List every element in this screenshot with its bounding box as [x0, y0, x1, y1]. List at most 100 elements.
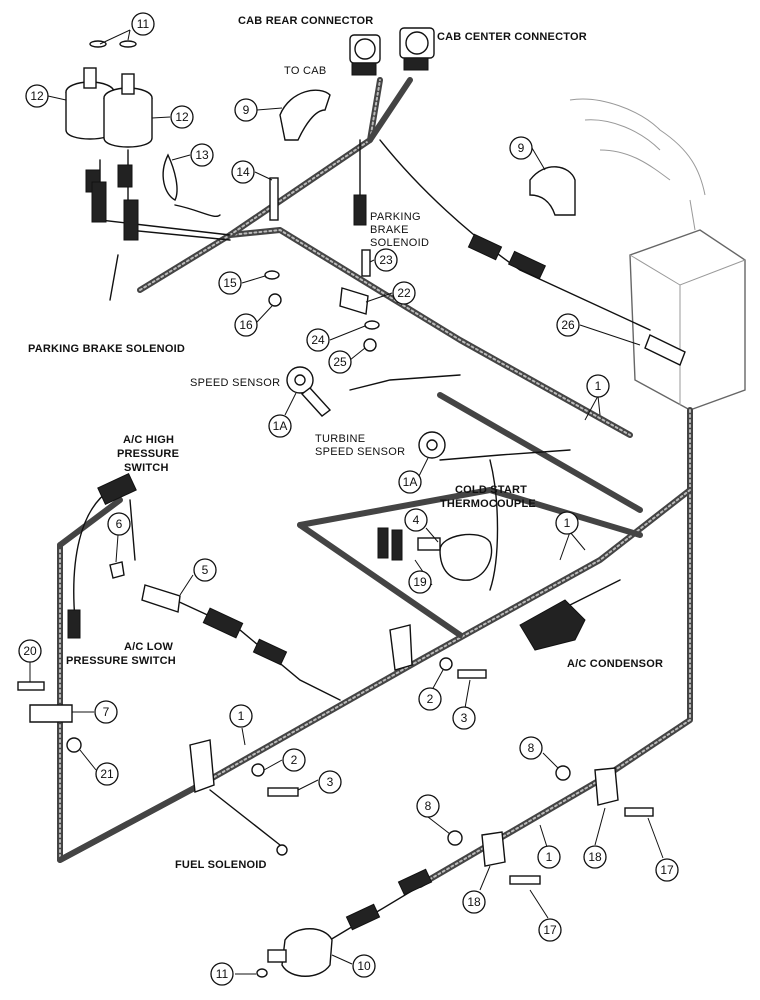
stud-14: [269, 177, 279, 221]
fuel-solenoid-terminal: [276, 844, 288, 856]
callout-1: 1: [229, 704, 253, 728]
callout-1a: 1A: [398, 470, 422, 494]
callout-10: 10: [352, 954, 376, 978]
fuel-solenoid-connectors: [345, 868, 433, 931]
label-ac-high-pressure-switch-3: SWITCH: [124, 462, 169, 474]
svg-text:14: 14: [236, 165, 250, 179]
svg-text:1: 1: [595, 379, 602, 393]
svg-text:2: 2: [291, 753, 298, 767]
pressure-switch-10: [267, 928, 333, 977]
label-parking-brake-solenoid-upper-3: SOLENOID: [370, 237, 429, 249]
main-harness: [57, 77, 693, 888]
boot-9-right: [529, 166, 576, 216]
parking-brake-solenoid-connector-upper: [353, 194, 367, 226]
callout-23: 23: [374, 248, 398, 272]
callout-18: 18: [462, 890, 486, 914]
sensor-5: [141, 584, 288, 666]
callout-17: 17: [538, 918, 562, 942]
callout-1: 1: [555, 511, 579, 535]
svg-text:20: 20: [23, 644, 37, 658]
svg-text:3: 3: [461, 711, 468, 725]
svg-text:11: 11: [216, 967, 229, 981]
o-ring-11-lower: [256, 968, 268, 978]
callout-11: 11: [210, 962, 234, 986]
svg-text:1: 1: [238, 709, 245, 723]
svg-text:8: 8: [528, 741, 535, 755]
callout-2: 2: [282, 748, 306, 772]
clamp-2-3-upper: [389, 624, 487, 679]
svg-text:26: 26: [561, 318, 575, 332]
svg-text:12: 12: [175, 110, 189, 124]
svg-text:23: 23: [379, 253, 393, 267]
svg-text:1A: 1A: [403, 475, 418, 489]
cable-tie-13: [162, 153, 221, 217]
svg-text:9: 9: [518, 141, 525, 155]
svg-text:10: 10: [357, 959, 371, 973]
svg-text:9: 9: [243, 103, 250, 117]
label-parking-brake-solenoid-upper-1: PARKING: [370, 211, 421, 223]
callout-25: 25: [328, 350, 352, 374]
svg-text:16: 16: [239, 318, 253, 332]
callout-20: 20: [18, 639, 42, 663]
svg-text:13: 13: [195, 148, 209, 162]
svg-text:1A: 1A: [273, 419, 288, 433]
svg-text:24: 24: [311, 333, 325, 347]
washer-15: [264, 270, 280, 280]
label-cab-rear-connector: CAB REAR CONNECTOR: [238, 15, 373, 27]
svg-text:25: 25: [333, 355, 347, 369]
callout-7: 7: [94, 700, 118, 724]
callout-15: 15: [218, 271, 242, 295]
label-parking-brake-solenoid-left: PARKING BRAKE SOLENOID: [28, 343, 185, 355]
svg-text:8: 8: [425, 799, 432, 813]
callout-8: 8: [416, 794, 440, 818]
callout-3: 3: [452, 706, 476, 730]
cold-start-thermocouple-bulb-4: [417, 533, 493, 581]
nut-25: [363, 338, 377, 352]
svg-text:4: 4: [413, 513, 420, 527]
washer-24: [364, 320, 380, 330]
svg-text:7: 7: [103, 705, 110, 719]
label-parking-brake-solenoid-upper-2: BRAKE: [370, 224, 409, 236]
label-turbine-speed-sensor-1: TURBINE: [315, 433, 365, 445]
label-fuel-solenoid: FUEL SOLENOID: [175, 859, 267, 871]
svg-text:17: 17: [660, 863, 674, 877]
svg-text:22: 22: [397, 286, 411, 300]
svg-text:3: 3: [327, 775, 334, 789]
cab-rear-connector: [349, 34, 381, 76]
label-cold-start-thermocouple-1: COLD START: [455, 484, 527, 496]
clip-7: [29, 704, 73, 723]
clip-22: [339, 287, 369, 315]
callout-5: 5: [193, 558, 217, 582]
ac-low-pressure-switch: [67, 609, 81, 639]
callout-24: 24: [306, 328, 330, 352]
bolt-20: [17, 681, 45, 691]
callout-14: 14: [231, 160, 255, 184]
nut-8-upper: [555, 765, 571, 781]
leader-lines: [29, 29, 664, 975]
callout-11: 11: [131, 12, 155, 36]
callout-12: 12: [25, 84, 49, 108]
o-rings-11: [89, 40, 137, 48]
callout-16: 16: [234, 313, 258, 337]
bolt-23: [361, 249, 371, 277]
callout-3: 3: [318, 770, 342, 794]
cab-center-connector: [399, 27, 435, 71]
nut-21: [66, 737, 82, 753]
callout-1: 1: [586, 374, 610, 398]
speed-sensor: [286, 366, 332, 417]
turbine-speed-sensor: [418, 431, 446, 459]
background-machinery-outline: [569, 98, 746, 411]
callout-9: 9: [234, 98, 258, 122]
plug-6: [109, 561, 125, 579]
callout-1: 1: [537, 845, 561, 869]
clip-18-lower: [481, 831, 541, 885]
ac-high-pressure-switch: [97, 472, 137, 506]
nut-16: [268, 293, 282, 307]
svg-text:17: 17: [543, 923, 557, 937]
label-ac-low-pressure-switch-2: PRESSURE SWITCH: [66, 655, 176, 667]
label-to-cab: TO CAB: [284, 65, 327, 77]
svg-text:12: 12: [30, 89, 44, 103]
callout-6: 6: [107, 512, 131, 536]
svg-text:5: 5: [202, 563, 209, 577]
